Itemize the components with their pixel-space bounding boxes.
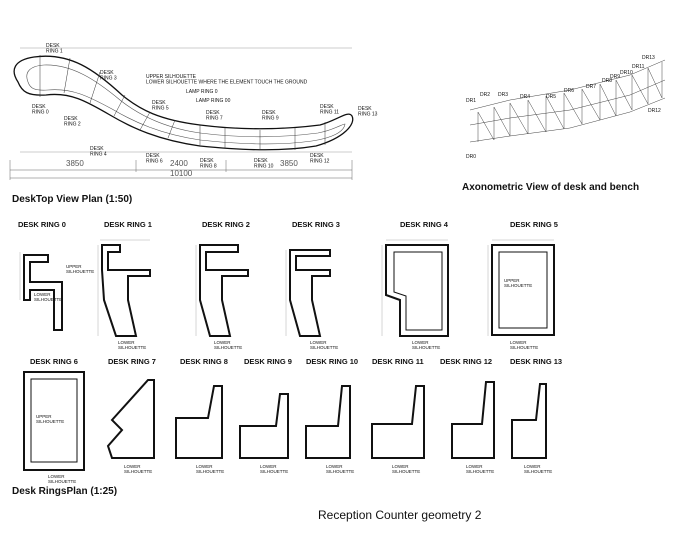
ring-title-0: DESK RING 0	[18, 220, 66, 229]
axo-label-dr9: DR9	[610, 74, 620, 80]
dim-c: 3850	[280, 159, 298, 168]
axo-label-dr2: DR2	[480, 92, 490, 98]
axo-label-dr12: DR12	[648, 108, 661, 114]
ring-shape-9	[239, 393, 289, 459]
axo-label-dr0: DR0	[466, 154, 476, 160]
ring-shape-12	[451, 381, 495, 459]
ring-title-12: DESK RING 12	[440, 357, 493, 366]
ring-shape-6	[23, 371, 85, 471]
ring-shape-13	[511, 383, 547, 459]
ring-shape-2	[199, 244, 249, 337]
ring-title-11: DESK RING 11	[372, 357, 424, 366]
desk-outline-inner	[26, 64, 346, 145]
plan-title: DeskTop View Plan (1:50)	[12, 194, 133, 205]
plan-label-lamp: LAMP RING 0	[186, 89, 218, 95]
figure-caption: Reception Counter geometry 2	[318, 508, 482, 522]
plan-label-lamp00: LAMP RING 00	[196, 98, 231, 104]
axo-label-dr10: DR10	[620, 70, 633, 76]
ring-shape-4-inner	[393, 251, 443, 331]
axo-label-dr3: DR3	[498, 92, 508, 98]
dim-b: 2400	[170, 159, 188, 168]
axonometric-title: Axonometric View of desk and bench	[462, 182, 640, 193]
axonometric-drawing: DR0 DR1 DR2 DR3 DR4 DR5 DR6 DR7 DR8 DR9 …	[466, 55, 666, 160]
ring-shape-7	[106, 379, 155, 459]
ring-title-7: DESK RING 7	[108, 357, 156, 366]
desk-outline-outer	[13, 55, 354, 151]
ring-shape-10	[305, 385, 351, 459]
dim-a: 3850	[66, 159, 84, 168]
ring-shape-1	[101, 244, 151, 337]
ring-title-9: DESK RING 9	[244, 357, 292, 366]
ring-title-5: DESK RING 5	[510, 220, 558, 229]
axo-label-dr7: DR7	[586, 84, 596, 90]
dim-total: 10100	[170, 169, 193, 178]
ring-shape-6-inner	[30, 378, 78, 463]
ring-shape-5-inner	[498, 251, 548, 329]
axo-label-dr6: DR6	[564, 88, 574, 94]
ring-title-8: DESK RING 8	[180, 357, 228, 366]
ring-shape-4	[385, 244, 449, 337]
ring-shape-0	[23, 254, 63, 331]
ring-title-4: DESK RING 4	[400, 220, 448, 229]
ring-title-2: DESK RING 2	[202, 220, 250, 229]
ring-shape-3	[289, 249, 331, 337]
ring-title-1: DESK RING 1	[104, 220, 152, 229]
ring-shape-8	[175, 385, 223, 459]
axo-label-dr11: DR11	[632, 64, 645, 70]
ring-title-13: DESK RING 13	[510, 357, 563, 366]
ring-title-3: DESK RING 3	[292, 220, 340, 229]
axo-label-dr4: DR4	[520, 94, 530, 100]
axo-label-dr8: DR8	[602, 78, 612, 84]
ring-shape-5	[491, 244, 555, 336]
rings-plan-title: Desk RingsPlan (1:25)	[12, 486, 118, 497]
axo-label-dr13: DR13	[642, 55, 655, 61]
axo-label-dr1: DR1	[466, 98, 476, 104]
ring-shape-11	[371, 385, 425, 459]
ring-title-10: DESK RING 10	[306, 357, 359, 366]
axo-label-dr5: DR5	[546, 94, 556, 100]
ring-title-6: DESK RING 6	[30, 357, 78, 366]
